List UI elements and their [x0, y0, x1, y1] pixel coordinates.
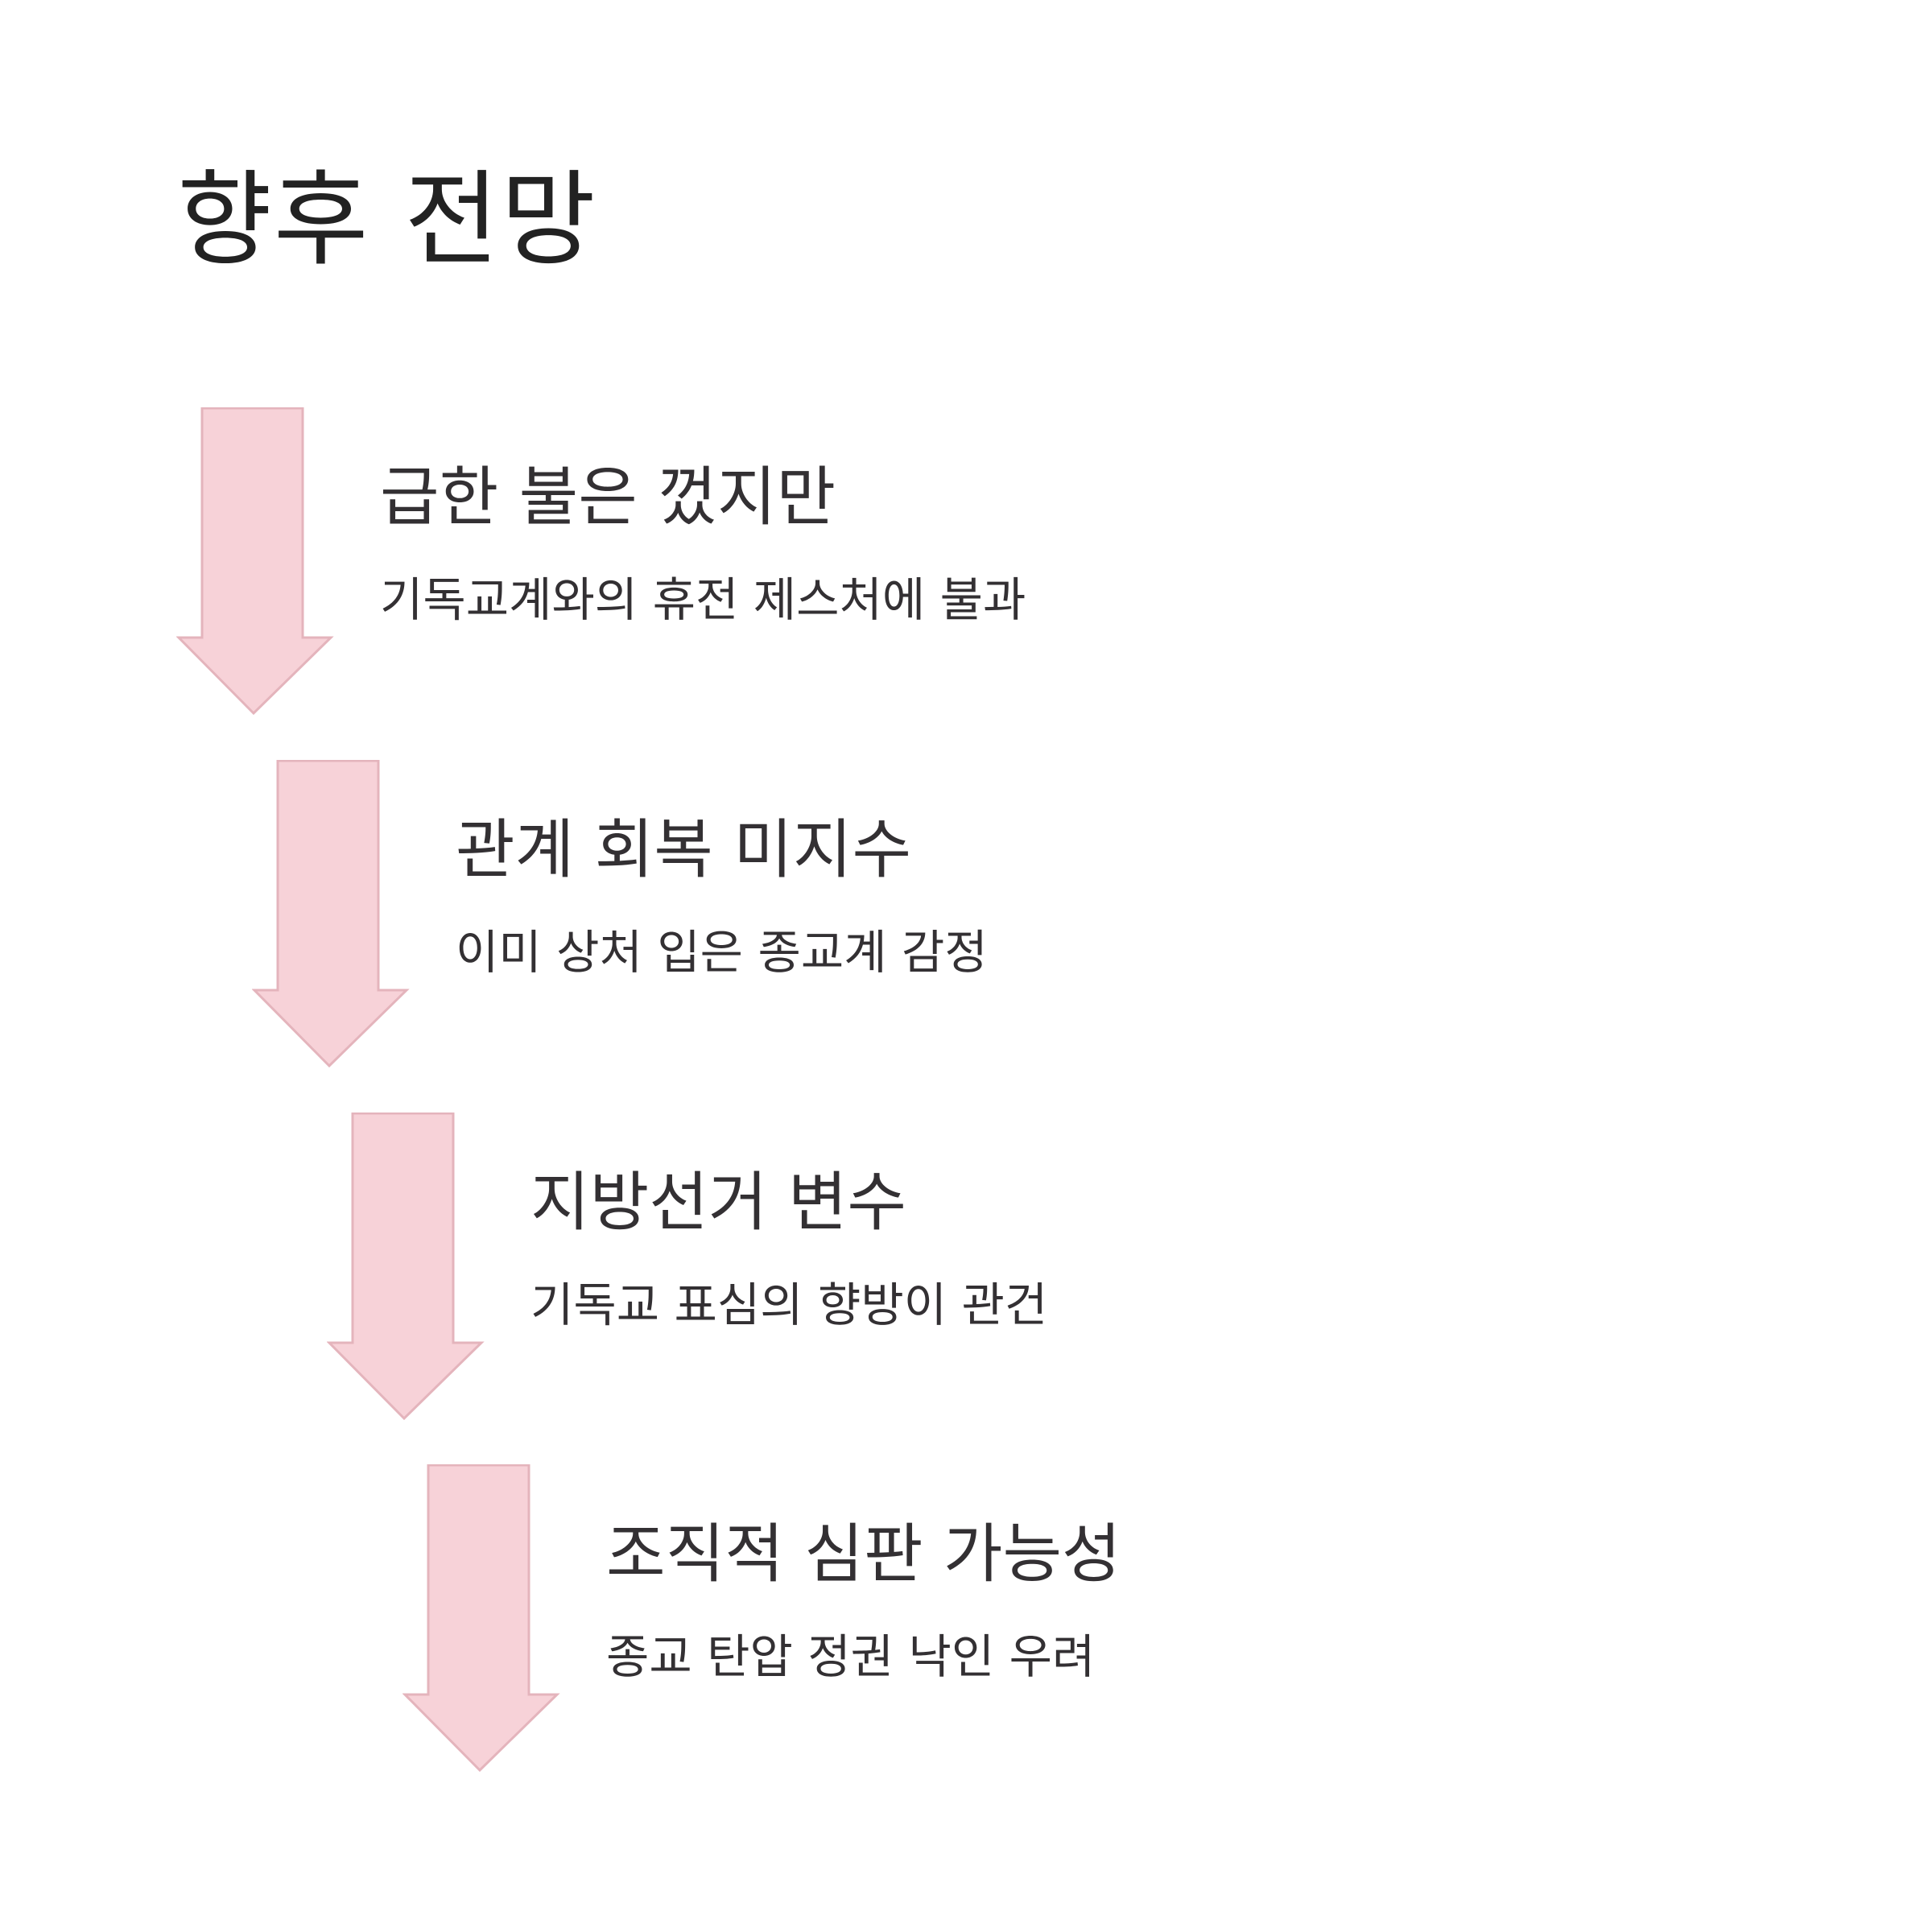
down-arrow-shape [252, 760, 410, 1067]
down-arrow-shape [176, 407, 334, 715]
step-item-2: 관계 회복 미지수 이미 상처 입은 종교계 감정 [456, 818, 1422, 976]
page-title: 향후 전망 [177, 160, 597, 280]
down-arrow-shape [402, 1464, 560, 1772]
down-arrow-icon [176, 407, 334, 715]
step-heading: 조직적 심판 가능성 [606, 1517, 1121, 1591]
step-item-4: 조직적 심판 가능성 종교 탄압 정권 낙인 우려 [606, 1517, 1572, 1684]
step-heading: 급한 불은 껐지만 [380, 460, 836, 535]
step-description: 기독교계와의 휴전 제스처에 불과 [380, 572, 1026, 627]
step-description: 종교 탄압 정권 낙인 우려 [606, 1629, 1096, 1684]
down-arrow-shape [327, 1113, 485, 1420]
arrow-body [327, 1113, 485, 1420]
arrow-body [252, 760, 410, 1067]
step-heading: 지방선거 변수 [530, 1165, 907, 1240]
step-description: 이미 상처 입은 종교계 감정 [456, 925, 988, 980]
step-description: 기독교 표심의 향방이 관건 [530, 1278, 1048, 1332]
down-arrow-icon [327, 1113, 485, 1420]
step-item-1: 급한 불은 껐지만 기독교계와의 휴전 제스처에 불과 [380, 460, 1346, 627]
down-arrow-icon [402, 1464, 560, 1772]
step-item-3: 지방선거 변수 기독교 표심의 향방이 관건 [530, 1165, 1496, 1332]
arrow-body [402, 1464, 560, 1772]
step-heading: 관계 회복 미지수 [456, 812, 912, 887]
arrow-body [176, 407, 334, 715]
down-arrow-icon [252, 760, 410, 1067]
